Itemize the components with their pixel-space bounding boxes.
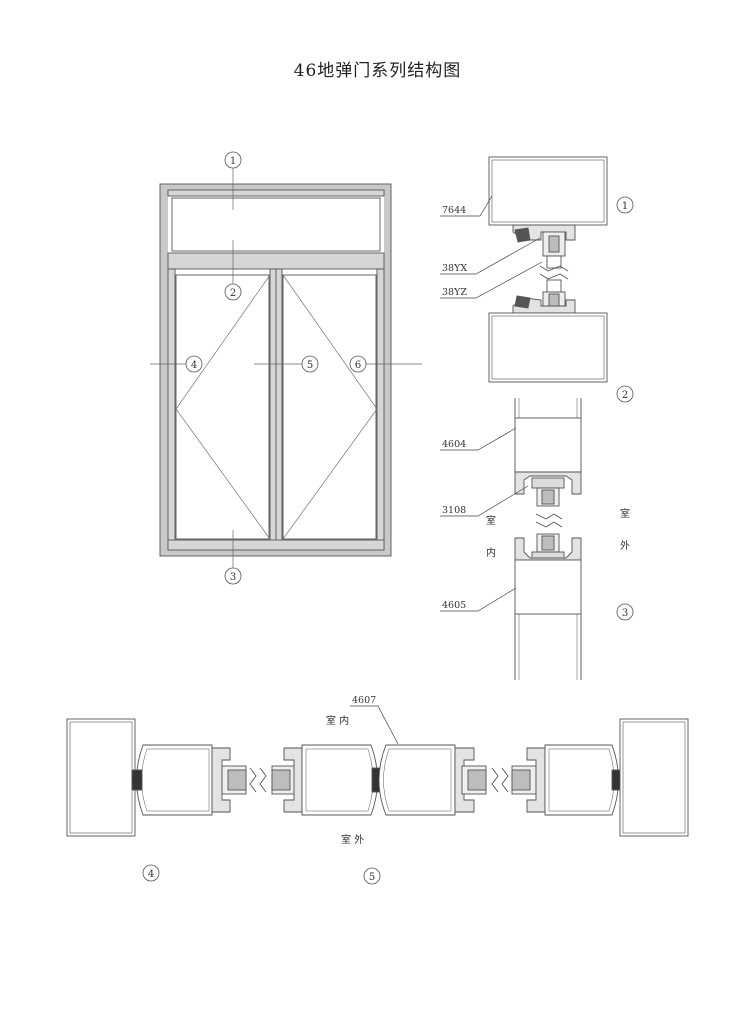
transom-rail — [167, 252, 385, 270]
svg-text:5: 5 — [369, 872, 375, 883]
section-marker-4-bottom: 4 — [142, 864, 160, 882]
outside-label: 室 外 — [341, 833, 364, 846]
svg-text:2: 2 — [622, 390, 628, 401]
svg-text:5: 5 — [307, 360, 313, 371]
transom-pane — [171, 197, 381, 252]
section-marker-2-right: 2 — [616, 385, 634, 403]
label-7644: 7644 — [442, 205, 466, 216]
label-38yz: 38YZ — [442, 287, 467, 298]
section-marker-1-right: 1 — [616, 196, 634, 214]
section-marker-2: 2 — [224, 283, 242, 301]
right-swing-indicator — [282, 274, 378, 540]
section-marker-5: 5 — [301, 355, 319, 373]
svg-text:2: 2 — [230, 288, 236, 299]
leader-4607 — [350, 705, 399, 745]
leaders-middle — [440, 427, 529, 612]
outside-char-room: 室 — [620, 507, 630, 520]
inside-char: 内 — [486, 546, 496, 559]
left-leaf-glass — [175, 274, 270, 540]
horizontal-section — [66, 718, 689, 837]
svg-text:1: 1 — [622, 201, 628, 212]
section-marker-6: 6 — [349, 355, 367, 373]
vertical-section-leaf — [514, 398, 582, 680]
svg-text:4: 4 — [191, 360, 197, 371]
label-3108: 3108 — [442, 505, 466, 516]
page-title: 46地弹门系列结构图 — [293, 61, 462, 81]
svg-text:1: 1 — [230, 156, 236, 167]
section-marker-5-bottom: 5 — [363, 867, 381, 885]
vertical-section-transom — [488, 156, 608, 383]
svg-text:4: 4 — [148, 869, 154, 880]
svg-text:3: 3 — [622, 608, 628, 619]
inside-label: 室 内 — [326, 714, 349, 727]
section-lines — [150, 168, 422, 568]
section-marker-3: 3 — [224, 567, 242, 585]
inside-char-room: 室 — [486, 514, 496, 527]
svg-text:3: 3 — [230, 572, 236, 583]
svg-text:6: 6 — [355, 360, 361, 371]
label-4607: 4607 — [352, 695, 376, 706]
right-leaf-glass — [282, 274, 377, 540]
section-marker-4: 4 — [185, 355, 203, 373]
label-38yx: 38YX — [442, 263, 467, 274]
outside-char: 外 — [620, 540, 630, 552]
left-swing-indicator — [175, 274, 271, 540]
bottom-rail — [167, 539, 385, 551]
label-4605: 4605 — [442, 600, 466, 611]
label-4604: 4604 — [442, 439, 466, 450]
section-marker-1: 1 — [224, 151, 242, 169]
leaders-top — [440, 195, 543, 299]
section-marker-3-right: 3 — [616, 603, 634, 621]
